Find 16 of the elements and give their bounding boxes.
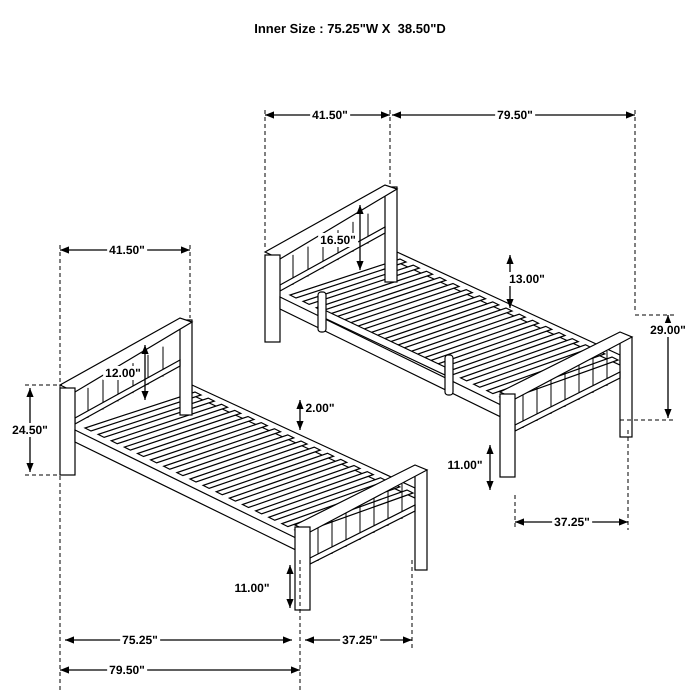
dimension-label: 11.00" xyxy=(232,581,272,595)
dimension-label: 24.50" xyxy=(10,423,50,437)
dimension-label: 37.25" xyxy=(552,515,592,529)
dimension-label: 16.50" xyxy=(318,233,358,247)
dimension-label: 79.50" xyxy=(107,663,147,677)
dimension-label: 12.00" xyxy=(103,366,143,380)
title: Inner Size : 75.25"W X 38.50"D xyxy=(254,21,446,36)
dimension-label: 79.50" xyxy=(495,108,535,122)
dimension-label: 2.00" xyxy=(303,401,337,415)
dimension-label: 37.25" xyxy=(340,633,380,647)
dimension-label: 41.50" xyxy=(310,108,350,122)
dimension-label: 41.50" xyxy=(107,243,147,257)
dimension-label: 11.00" xyxy=(445,458,485,472)
dimension-label: 29.00" xyxy=(648,323,688,337)
dimension-label: 75.25" xyxy=(120,633,160,647)
dimension-label: 13.00" xyxy=(507,272,547,286)
